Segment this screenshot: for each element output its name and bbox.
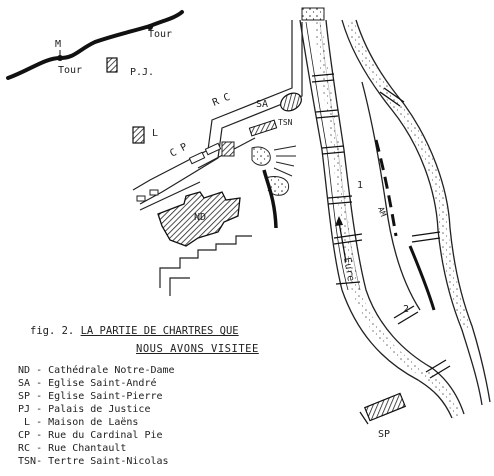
label-pj: P.J. (130, 67, 154, 78)
river-eure-left-bank (299, 19, 453, 419)
bridges (311, 73, 451, 379)
legend-item: ND - Cathédrale Notre-Dame (18, 365, 175, 376)
figure-title-line1: LA PARTIE DE CHARTRES QUE (80, 325, 239, 337)
promenade-dashed (374, 139, 398, 237)
building-eglise-saint-andre (280, 92, 302, 112)
city-wall (6, 10, 184, 80)
label-tsn: TSN (278, 118, 293, 127)
street-rue-chantault (132, 20, 293, 191)
label-nd: ND (194, 212, 206, 223)
figure-title-line2: NOUS AVONS VISITEE (136, 343, 259, 355)
legend-item: RC - Rue Chantault (18, 443, 127, 454)
legend-item: SP - Eglise Saint-Pierre (18, 391, 163, 402)
tower-marker-right (147, 24, 153, 30)
label-route-2: 2 (403, 304, 409, 315)
building-eglise-saint-pierre (363, 392, 407, 422)
tertre-saint-nicolas (221, 141, 297, 229)
figure-number: fig. 2. (30, 325, 75, 337)
legend-item: SA - Eglise Saint-André (18, 378, 157, 389)
label-m: M (55, 39, 61, 50)
label-rc: R C (211, 92, 232, 109)
river-eure-right-bank (325, 19, 465, 415)
label-tour-right: Tour (148, 29, 172, 40)
building-cathedrale-notre-dame (157, 191, 241, 247)
legend-item: PJ - Palais de Justice (18, 404, 151, 415)
label-eure: Eure (341, 257, 356, 283)
label-route-1: 1 (357, 180, 363, 191)
label-sa: SA (256, 99, 268, 110)
legend-item: L - Maison de Laëns (18, 417, 139, 428)
building-palais-de-justice (106, 57, 118, 73)
legend-item: CP - Rue du Cardinal Pie (18, 430, 163, 441)
label-sp: SP (378, 429, 390, 440)
legend-item: TSN- Tertre Saint-Nicolas (18, 456, 169, 467)
river-eure-east-bank (341, 19, 483, 406)
label-cp: C P (168, 141, 189, 159)
label-tour-left: Tour (58, 65, 82, 76)
map-legend: ND - Cathédrale Notre-Dame SA - Eglise S… (18, 364, 175, 468)
tower-marker-left (57, 55, 63, 61)
building-maison-de-laens (132, 126, 145, 144)
label-am: AM (376, 206, 388, 218)
label-l: L (152, 128, 158, 139)
figure-caption: fig. 2. LA PARTIE DE CHARTRES QUE NOUS A… (30, 322, 259, 358)
river-eure-inner-bank (361, 81, 421, 311)
flow-arrow (338, 221, 347, 263)
